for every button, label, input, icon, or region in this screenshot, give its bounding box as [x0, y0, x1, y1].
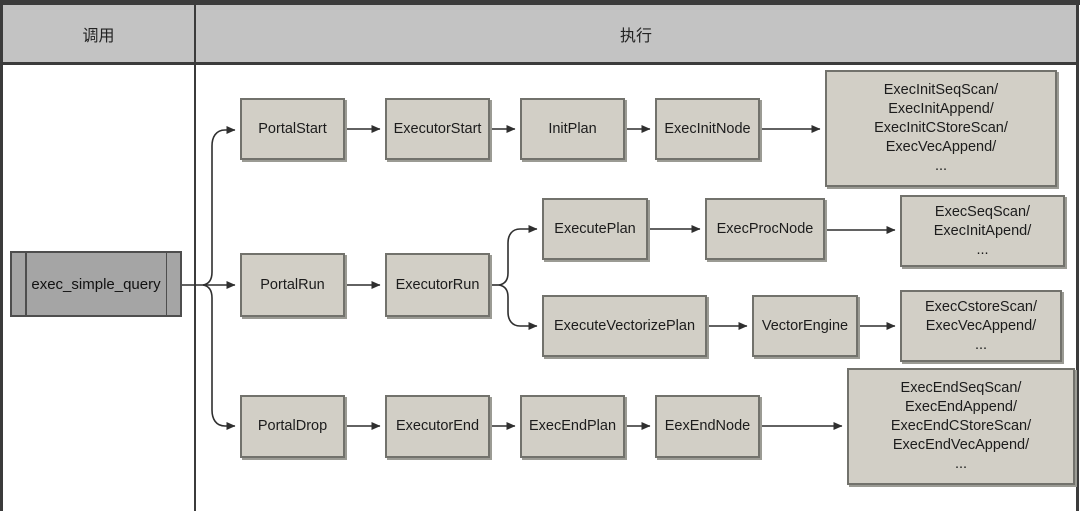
node-executor-start: ExecutorStart — [385, 98, 490, 160]
node-portal-drop: PortalDrop — [240, 395, 345, 458]
node-init-plan: InitPlan — [520, 98, 625, 160]
node-vector-engine: VectorEngine — [752, 295, 858, 357]
node-exec-proc-node: ExecProcNode — [705, 198, 825, 260]
header-call-column: 调用 — [3, 5, 194, 65]
node-eex-end-node: EexEndNode — [655, 395, 760, 458]
column-divider — [194, 0, 196, 511]
node-execute-vectorize-plan: ExecuteVectorizePlan — [542, 295, 707, 357]
result-box-vector: ExecCstoreScan/ ExecVecAppend/ ... — [900, 290, 1062, 362]
node-execute-plan: ExecutePlan — [542, 198, 648, 260]
node-portal-start: PortalStart — [240, 98, 345, 160]
node-exec-end-plan: ExecEndPlan — [520, 395, 625, 458]
frame-top-border — [0, 0, 1080, 5]
node-exec-init-node: ExecInitNode — [655, 98, 760, 160]
node-executor-end: ExecutorEnd — [385, 395, 490, 458]
caller-box-exec-simple-query: exec_simple_query — [10, 251, 182, 317]
frame-left-border — [0, 0, 3, 511]
result-box-init: ExecInitSeqScan/ ExecInitAppend/ ExecIni… — [825, 70, 1057, 187]
frame-right-border — [1076, 0, 1079, 511]
node-executor-run: ExecutorRun — [385, 253, 490, 317]
result-box-end: ExecEndSeqScan/ ExecEndAppend/ ExecEndCS… — [847, 368, 1075, 485]
node-portal-run: PortalRun — [240, 253, 345, 317]
result-box-proc: ExecSeqScan/ ExecInitApend/ ... — [900, 195, 1065, 267]
header-execute-column: 执行 — [196, 5, 1076, 65]
